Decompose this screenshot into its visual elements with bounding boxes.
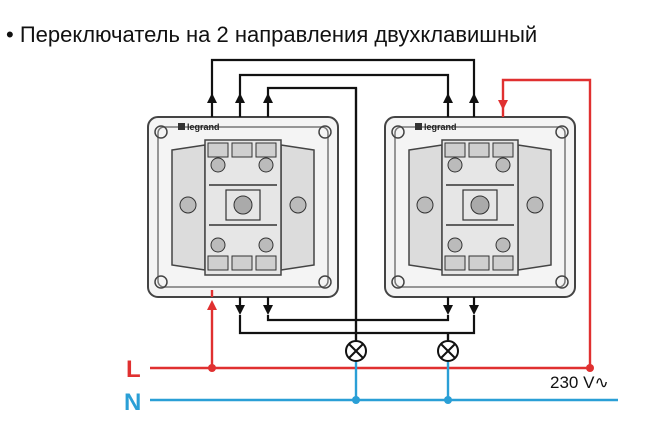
lamp-icon — [345, 340, 367, 362]
voltage-label: 230 V∿ — [550, 373, 609, 392]
screw-hole-icon — [391, 125, 405, 139]
screw-hole-icon — [318, 275, 332, 289]
neutral-wire — [150, 362, 618, 402]
switch-mechanism-icon — [408, 139, 552, 276]
phase-label: L — [126, 356, 141, 383]
arrow-up-icon — [207, 300, 217, 310]
screw-hole-icon — [391, 275, 405, 289]
neutral-label: N — [124, 389, 141, 416]
lamp-icon — [437, 340, 459, 362]
screw-hole-icon — [154, 275, 168, 289]
diagram-title: • Переключатель на 2 направления двухкла… — [6, 22, 538, 47]
brand-label: legrand — [187, 122, 220, 132]
arrow-down-icon — [498, 100, 508, 110]
legrand-logo-icon: legrand — [178, 122, 220, 132]
brand-label: legrand — [424, 122, 457, 132]
legrand-logo-icon: legrand — [415, 122, 457, 132]
screw-hole-icon — [555, 275, 569, 289]
screw-hole-icon — [154, 125, 168, 139]
screw-hole-icon — [318, 125, 332, 139]
switch-right: legrand — [384, 116, 576, 298]
switch-left: legrand — [147, 116, 339, 298]
ac-symbol-icon: ∿ — [594, 373, 608, 392]
screw-hole-icon — [555, 125, 569, 139]
switch-mechanism-icon — [171, 139, 315, 276]
arrow-up-icon — [207, 93, 479, 103]
junction-dot — [352, 396, 452, 404]
junction-dot — [208, 364, 594, 372]
arrow-down-icon — [235, 305, 479, 315]
